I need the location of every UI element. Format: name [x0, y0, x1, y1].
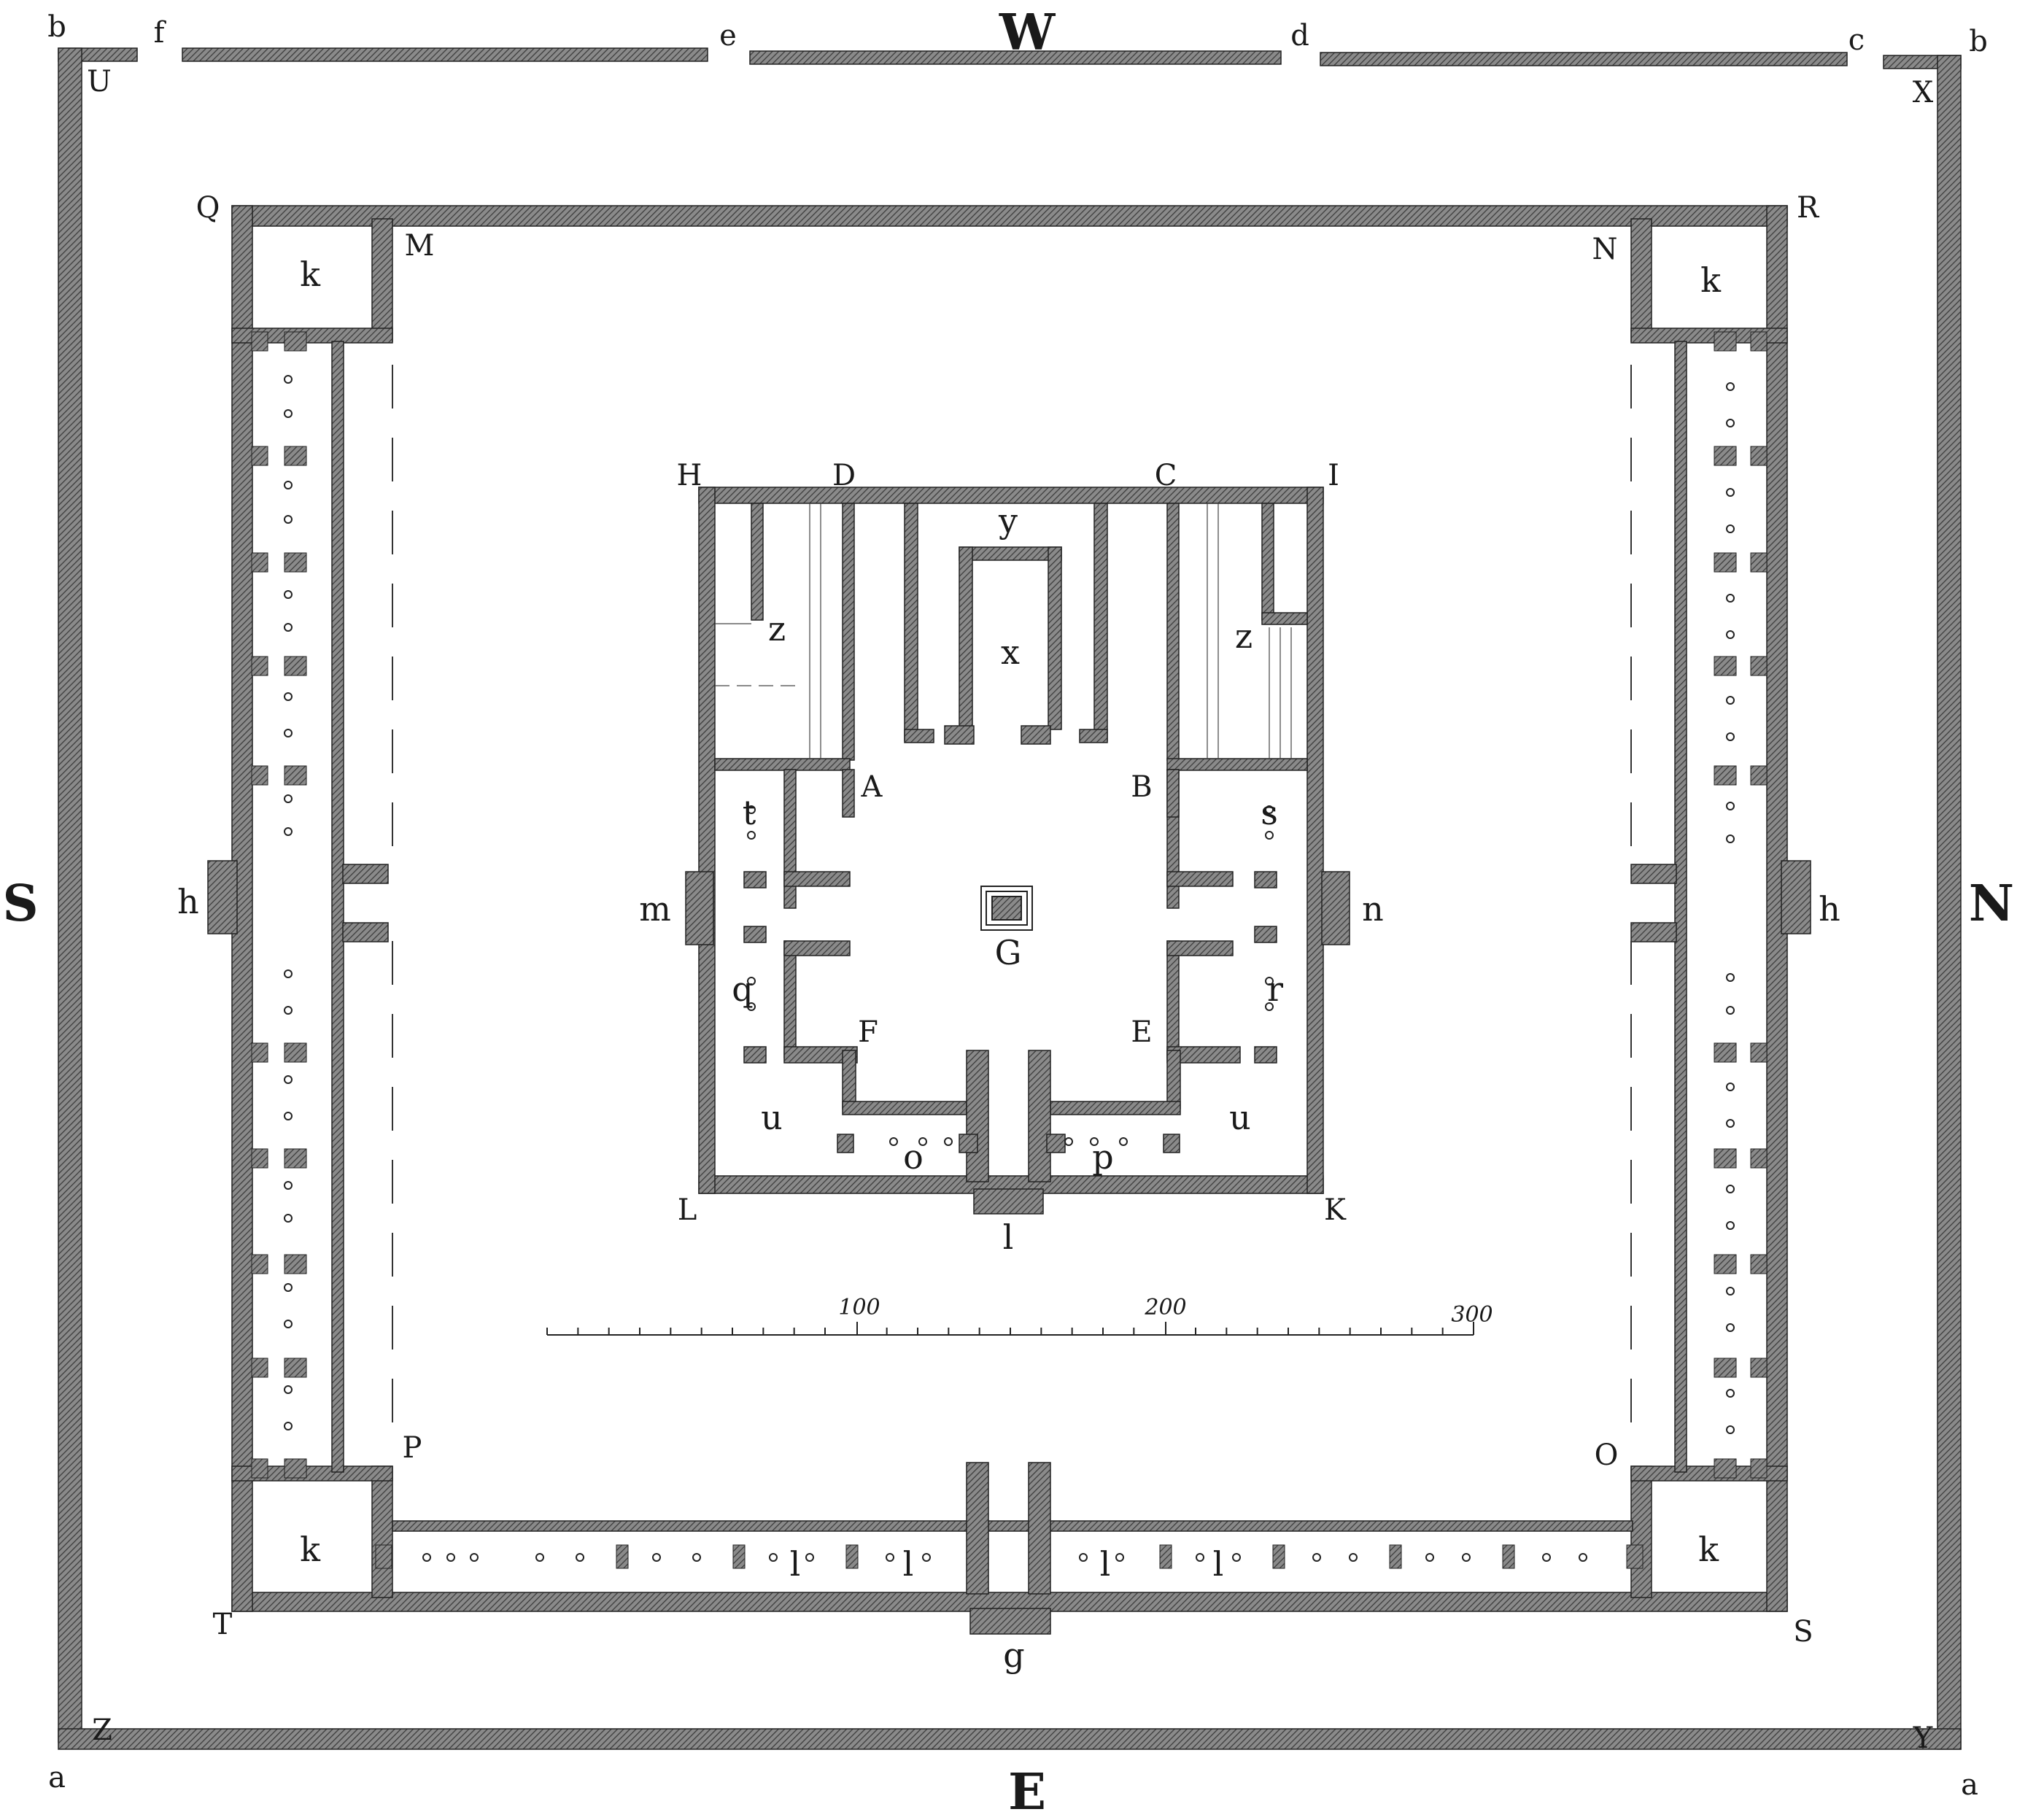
- label-r: r: [1267, 969, 1283, 1009]
- label-n: n: [1362, 889, 1384, 929]
- label-k-tl: k: [300, 255, 321, 294]
- label-X: X: [1913, 76, 1934, 109]
- label-O: O: [1595, 1438, 1619, 1472]
- label-D: D: [832, 459, 856, 492]
- label-F: F: [858, 1015, 878, 1049]
- label-e: e: [719, 19, 737, 53]
- label-o: o: [903, 1137, 924, 1177]
- compass-west: W: [999, 4, 1056, 62]
- label-l-2: l: [903, 1544, 914, 1584]
- inner-court-wall: [685, 487, 1350, 1215]
- inner-column-dots: [747, 805, 1274, 1146]
- label-E: E: [1131, 1015, 1152, 1049]
- inner-labels: H D C I A B F E L K G m n l y x z z t s …: [639, 459, 1384, 1257]
- label-outer-a-left: a: [48, 1761, 66, 1794]
- scale-tick-200: 200: [1144, 1295, 1186, 1320]
- label-R: R: [1797, 191, 1820, 225]
- label-z-right: z: [1235, 616, 1253, 656]
- label-l-4: l: [1213, 1544, 1224, 1584]
- label-k-bl: k: [300, 1530, 321, 1569]
- label-H: H: [677, 459, 702, 492]
- compass-south: S: [2, 875, 38, 933]
- scale-bar: [546, 1322, 1474, 1336]
- compass-labels: W E S N: [2, 4, 2014, 1820]
- label-L: L: [678, 1193, 697, 1227]
- middle-gates: [207, 860, 1811, 1635]
- compass-east: E: [1008, 1763, 1046, 1820]
- scale-tick-100: 100: [838, 1295, 880, 1320]
- label-outer-b-left: b: [47, 10, 66, 44]
- label-P: P: [403, 1431, 422, 1465]
- label-u-left: u: [761, 1098, 783, 1137]
- colonnade-piers: [251, 331, 1768, 1569]
- label-gate-l: l: [1003, 1217, 1014, 1257]
- label-T: T: [213, 1608, 233, 1641]
- label-k-br: k: [1698, 1530, 1719, 1569]
- outer-wall: [58, 47, 1962, 1750]
- label-d: d: [1290, 19, 1309, 53]
- label-x: x: [1001, 632, 1020, 672]
- label-G: G: [995, 933, 1022, 972]
- label-m: m: [639, 889, 671, 929]
- label-h-east: h: [1819, 889, 1840, 929]
- compass-north: N: [1969, 875, 2014, 933]
- label-S: S: [1793, 1615, 1813, 1649]
- label-q: q: [732, 969, 753, 1009]
- label-z-left: z: [768, 609, 786, 648]
- middle-labels: Q R T S M N P O k k k k h h g l l l l: [177, 191, 1840, 1675]
- label-t: t: [743, 793, 756, 832]
- label-outer-a-right: a: [1961, 1768, 1978, 1802]
- altar: [980, 886, 1033, 931]
- label-U: U: [87, 65, 112, 98]
- label-k-tr: k: [1700, 260, 1722, 300]
- label-l-1: l: [790, 1544, 801, 1584]
- label-Y: Y: [1913, 1722, 1933, 1755]
- label-C: C: [1155, 459, 1177, 492]
- scale-labels: 100 200 300: [838, 1295, 1493, 1328]
- column-dots: [284, 375, 1735, 1562]
- z-room-lines: [715, 503, 1292, 759]
- label-M: M: [405, 229, 435, 263]
- label-u-right: u: [1229, 1098, 1251, 1137]
- label-s: s: [1261, 793, 1278, 832]
- label-N-inner: N: [1592, 233, 1618, 266]
- dashed-lines: [392, 365, 1632, 1452]
- label-B: B: [1131, 770, 1152, 804]
- label-f: f: [154, 16, 167, 50]
- label-K: K: [1324, 1193, 1347, 1227]
- label-Z: Z: [92, 1713, 112, 1747]
- label-g: g: [1003, 1635, 1024, 1675]
- scale-tick-300: 300: [1451, 1302, 1493, 1328]
- label-Q: Q: [196, 191, 220, 225]
- label-p: p: [1092, 1137, 1113, 1177]
- label-c: c: [1848, 23, 1865, 57]
- label-I: I: [1328, 459, 1339, 492]
- label-l-3: l: [1100, 1544, 1111, 1584]
- label-outer-b-right: b: [1969, 25, 1988, 58]
- middle-court-wall: [231, 205, 1788, 1612]
- label-y: y: [998, 501, 1018, 541]
- label-A: A: [861, 770, 883, 804]
- label-h-west: h: [177, 882, 199, 921]
- outer-labels: b b a a U X Z Y f e d c: [47, 10, 1988, 1802]
